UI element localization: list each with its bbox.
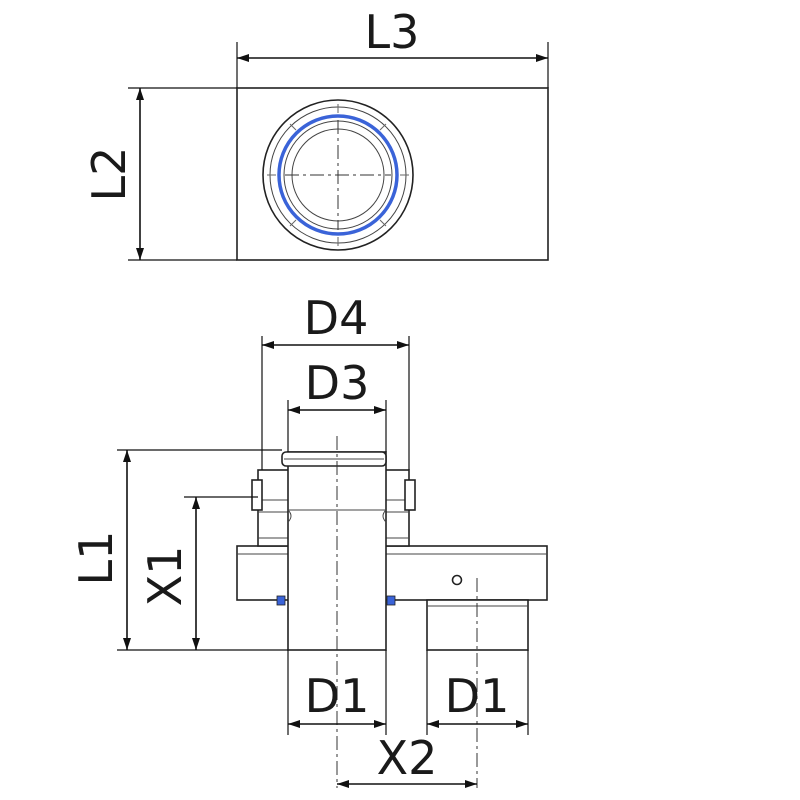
label-d3: D3	[305, 356, 370, 410]
top-view-ring-ticks	[267, 104, 409, 246]
dimension-x1: X1	[138, 496, 258, 650]
top-view	[236, 87, 549, 261]
label-d4: D4	[304, 291, 369, 345]
label-d1-left: D1	[305, 669, 370, 723]
top-view-seal-ring	[277, 114, 399, 236]
left-seal-marker	[276, 595, 286, 606]
label-l2: L2	[82, 147, 136, 202]
right-seal-marker	[386, 595, 396, 606]
label-l3: L3	[365, 5, 420, 59]
right-clip	[404, 479, 416, 511]
label-x1: X1	[138, 546, 192, 607]
dimension-d4: D4	[261, 291, 410, 470]
label-d1-right: D1	[445, 669, 510, 723]
dimension-d1-right: D1	[426, 650, 529, 735]
dimension-d3: D3	[287, 356, 387, 452]
dimension-l2: L2	[82, 87, 237, 261]
dimension-l3: L3	[236, 5, 549, 88]
dimension-d1-left: D1	[287, 650, 387, 735]
dimension-l1: L1	[69, 449, 288, 651]
left-clip	[251, 479, 263, 511]
dimension-x2: X2	[337, 731, 477, 788]
side-view	[236, 436, 548, 788]
label-x2: X2	[377, 731, 438, 785]
label-l1: L1	[69, 531, 123, 586]
screw-icon	[451, 574, 463, 586]
